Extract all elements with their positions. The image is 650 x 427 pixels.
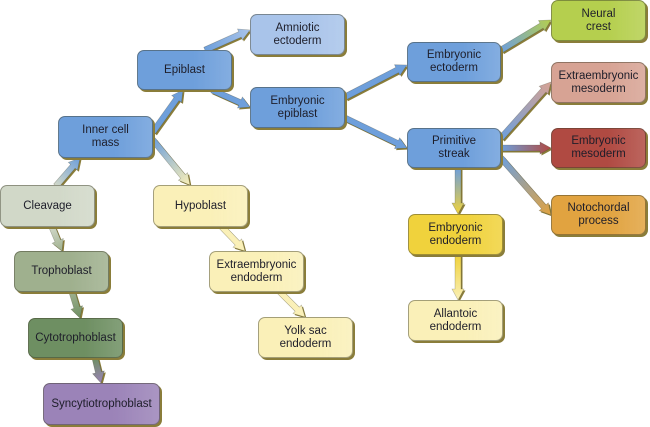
node-embryonic-mesoderm: Embryonic mesoderm (551, 128, 646, 168)
node-neural-crest: Neural crest (551, 0, 646, 41)
node-label: Embryonic ectoderm (426, 49, 482, 74)
node-label: Epiblast (164, 63, 205, 76)
node-extraembryonic-mesoderm: Extraembryonic mesoderm (551, 62, 646, 103)
node-label: Neural crest (581, 7, 616, 33)
node-label: Extraembryonic mesoderm (558, 69, 639, 95)
node-label: Hypoblast (174, 199, 227, 212)
node-hypoblast: Hypoblast (153, 185, 248, 227)
node-notochordal-process: Notochordal process (551, 195, 646, 235)
node-label: Extraembryonic endoderm (216, 258, 297, 284)
node-label: Notochordal process (567, 202, 630, 227)
node-primitive-streak: Primitive streak (407, 128, 501, 168)
arrow-primitive-streak-to-notochordal-process (498, 155, 552, 216)
node-embryonic-endoderm: Embryonic endoderm (408, 214, 503, 255)
arrow-embryonic-epiblast-to-embryonic-ectoderm (343, 64, 408, 101)
arrow-inner-cell-mass-to-hypoblast (150, 137, 191, 186)
node-label: Trophoblast (31, 265, 92, 277)
node-trophoblast: Trophoblast (14, 251, 109, 292)
node-embryonic-epiblast: Embryonic epiblast (250, 87, 345, 128)
node-extraembryonic-endoderm: Extraembryonic endoderm (209, 251, 304, 292)
arrow-primitive-streak-to-extraembryonic-mesoderm (498, 81, 552, 141)
node-label: Primitive streak (431, 135, 477, 160)
arrow-primitive-streak-to-embryonic-mesoderm (500, 141, 552, 155)
node-inner-cell-mass: Inner cell mass (58, 116, 153, 158)
arrow-epiblast-to-amniotic-ectoderm (203, 28, 251, 54)
arrow-extraembryonic-endoderm-to-yolk-sac-endoderm (277, 289, 306, 318)
node-epiblast: Epiblast (137, 50, 232, 90)
arrow-cleavage-to-trophoblast (48, 225, 64, 252)
node-label: Allantoic endoderm (429, 307, 482, 333)
arrow-hypoblast-to-extraembryonic-endoderm (219, 224, 246, 252)
node-label: Inner cell mass (82, 124, 129, 149)
node-label: Cytotrophoblast (35, 331, 116, 344)
arrow-trophoblast-to-cytotrophoblast (68, 290, 83, 319)
node-yolk-sac-endoderm: Yolk sac endoderm (258, 317, 353, 358)
node-cleavage: Cleavage (0, 185, 95, 227)
arrow-embryonic-epiblast-to-primitive-streak (343, 114, 408, 149)
arrow-inner-cell-mass-to-epiblast (150, 89, 184, 135)
node-label: Amniotic ectoderm (273, 21, 322, 47)
arrow-embryonic-ectoderm-to-neural-crest (499, 19, 552, 54)
arrow-embryonic-endoderm-to-allantoic-endoderm (451, 254, 465, 301)
node-allantoic-endoderm: Allantoic endoderm (408, 300, 503, 341)
node-label: Embryonic epiblast (270, 94, 325, 120)
node-embryonic-ectoderm: Embryonic ectoderm (407, 42, 501, 82)
arrow-primitive-streak-to-embryonic-endoderm (451, 167, 465, 215)
arrow-epiblast-to-embryonic-epiblast (210, 86, 251, 109)
arrow-cleavage-to-inner-cell-mass (53, 157, 81, 189)
node-label: Yolk sac endoderm (279, 324, 332, 350)
node-label: Embryonic endoderm (428, 221, 483, 247)
node-label: Cleavage (23, 199, 72, 212)
node-label: Syncytiotrophoblast (51, 397, 152, 410)
node-syncytiotrophoblast: Syncytiotrophoblast (43, 383, 160, 425)
node-cytotrophoblast: Cytotrophoblast (28, 318, 123, 358)
node-label: Embryonic mesoderm (571, 135, 626, 160)
node-amniotic-ectoderm: Amniotic ectoderm (250, 14, 345, 55)
arrow-cytotrophoblast-to-syncytiotrophoblast (91, 356, 105, 384)
